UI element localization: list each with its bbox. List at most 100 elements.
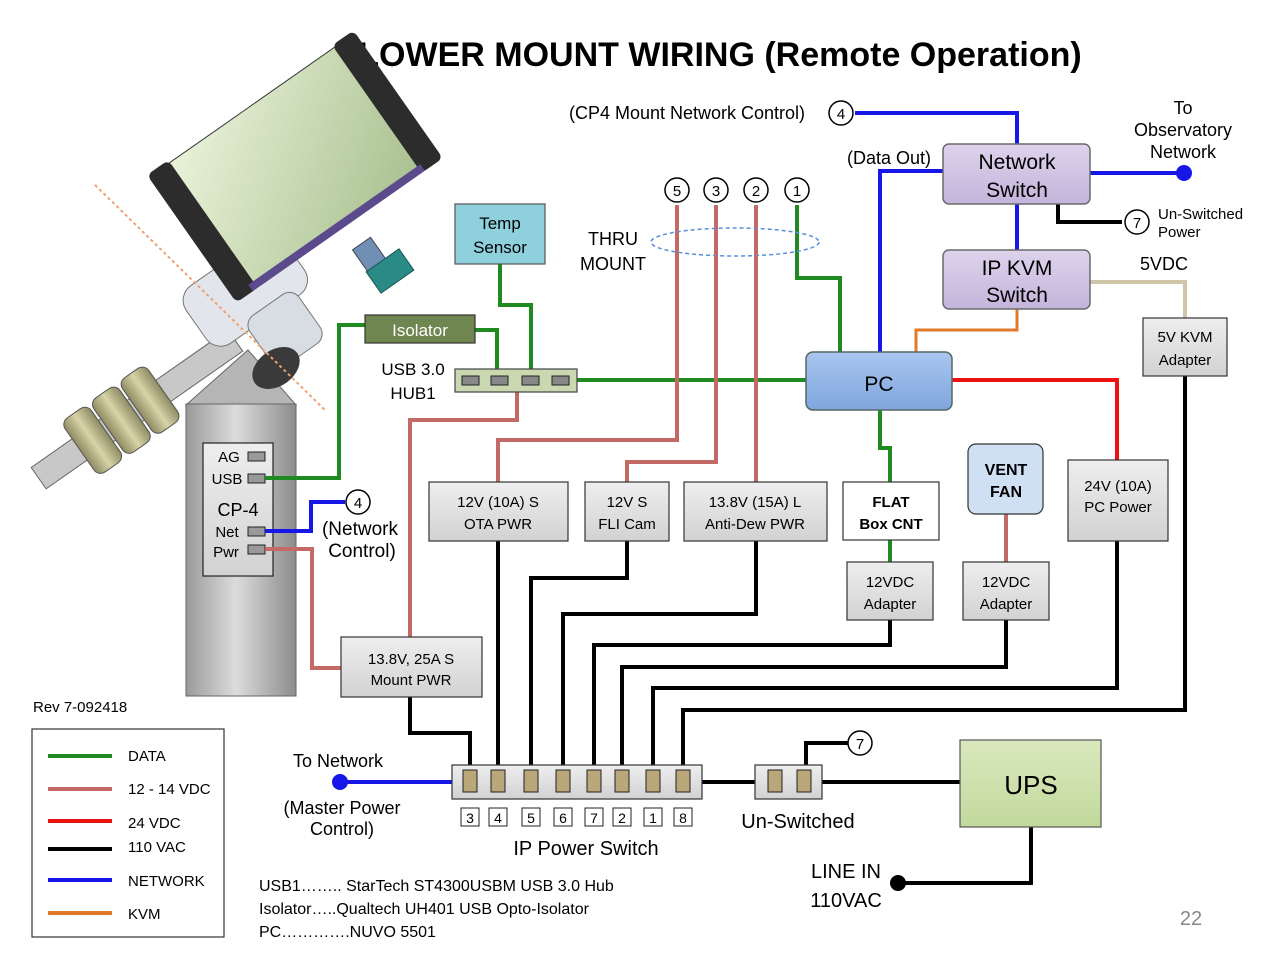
thru-mount-circle-1-number: 1: [793, 183, 801, 200]
legend-label-data: DATA: [128, 748, 166, 765]
outlet-7-circle: [847, 730, 873, 756]
legend: [31, 728, 225, 938]
thru-mount-label-line1: THRU: [588, 229, 638, 249]
outlet-7-circle-number: 7: [856, 736, 864, 753]
cp4-port-ag-label: AG: [218, 449, 240, 466]
cp4-port-pwr-label: Pwr: [213, 544, 239, 561]
isolator-label: Isolator: [392, 321, 448, 340]
outlet-number: 1: [649, 810, 657, 826]
kvm-5v-wire: [1090, 280, 1187, 318]
usb-hub-port: [551, 375, 570, 386]
ip-kvm-label-line1: IP KVM: [982, 257, 1053, 280]
to-observatory-label-line3: Network: [1150, 142, 1217, 162]
cp4-port-pwr: [247, 544, 266, 555]
legend-label-12v: 12 - 14 VDC: [128, 781, 211, 798]
network-control-label-line2: Control): [328, 541, 396, 562]
outlet-number: 7: [590, 810, 598, 826]
footnote-usb-hub: USB1…….. StarTech ST4300USBM USB 3.0 Hub: [259, 878, 614, 895]
usb-hub-port: [521, 375, 540, 386]
usb-hub-port: [461, 375, 480, 386]
line-in-label-line1: LINE IN: [811, 861, 881, 883]
dc-12v-wires: [265, 205, 1008, 670]
ota-power-label-line1: 12V (10A) S: [457, 494, 539, 511]
cp4-port-usb: [247, 473, 266, 484]
outlet: [555, 769, 571, 793]
kvm-adapter-label-line2: Adapter: [1159, 352, 1212, 369]
legend-label-110v: 110 VAC: [128, 839, 186, 856]
telescope-illustration: [30, 32, 441, 697]
ip-power-switch-label: IP Power Switch: [513, 838, 658, 860]
cp4-port-net-label: Net: [215, 524, 239, 541]
ups-label: UPS: [1004, 770, 1057, 800]
temp-sensor: [454, 203, 546, 265]
outlet-number: 8: [679, 810, 687, 826]
temp-sensor-label-line2: Sensor: [473, 238, 527, 257]
cp4-network-circle: [828, 100, 854, 126]
outlet: [490, 769, 506, 793]
pc-label: PC: [864, 373, 893, 396]
outlet: [645, 769, 661, 793]
unswitched-label: Un-Switched: [741, 811, 854, 833]
master-network-endpoint: [332, 774, 348, 790]
cp4-network-circle-number: 4: [837, 106, 845, 123]
usb-isolator: [364, 314, 476, 344]
dc-24v-wire: [952, 378, 1119, 460]
cp4-port-usb-label: USB: [212, 471, 243, 488]
fli-cam-label-line1: 12V S: [607, 494, 648, 511]
line-in-label-line2: 110VAC: [810, 890, 882, 912]
unswitched-power-label-line1: Un-Switched: [1158, 206, 1243, 223]
data-wires: [265, 205, 892, 562]
network-switch-label-line2: Switch: [986, 179, 1048, 202]
fan-adapter-label-line2: Adapter: [980, 596, 1033, 613]
vent-fan-label-line2: FAN: [990, 484, 1022, 501]
unswitched-strip: [754, 764, 823, 800]
observatory-network-endpoint: [1176, 165, 1192, 181]
unswitched-power-circle-number: 7: [1133, 215, 1141, 232]
ac-110v-wires: [408, 204, 1187, 885]
legend-label-network: NETWORK: [128, 873, 205, 890]
antidew-power: [683, 481, 828, 542]
line-in-endpoint: [890, 875, 906, 891]
outlet: [586, 769, 602, 793]
vent-fan-label-line1: VENT: [985, 462, 1028, 479]
antidew-label-line1: 13.8V (15A) L: [709, 494, 802, 511]
cp4-port-ag: [247, 451, 266, 462]
fli-cam-label-line2: FLI Cam: [598, 516, 656, 533]
unswitched-power-label-line2: Power: [1158, 224, 1201, 241]
flat-box-label-line1: FLAT: [872, 494, 909, 511]
network-control-label-line1: (Network: [322, 519, 399, 540]
network-switch-label-line1: Network: [978, 151, 1056, 174]
network-switch: [942, 143, 1091, 205]
thru-mount-circle-2: [743, 177, 769, 203]
thru-mount-circle-5-number: 5: [673, 183, 681, 200]
outlet: [523, 769, 539, 793]
outlet: [614, 769, 630, 793]
ip-power-switch: [451, 764, 703, 800]
flat-adapter-label-line2: Adapter: [864, 596, 917, 613]
unswitched-outlet: [796, 769, 812, 793]
ups: [959, 739, 1102, 828]
outlet-number: 5: [527, 810, 535, 826]
unswitched-power-circle: [1124, 209, 1150, 235]
cp4-side-network-circle: [345, 489, 371, 515]
pc-power-supply: [1067, 459, 1169, 542]
cp4-port-net: [247, 526, 266, 537]
data-out-label: (Data Out): [847, 148, 931, 168]
pc: [805, 351, 953, 411]
temp-sensor-label-line1: Temp: [479, 214, 521, 233]
master-power-label-line1: (Master Power: [283, 798, 400, 818]
network-wires: [265, 111, 1183, 784]
thru-mount-circle-1: [784, 177, 810, 203]
flat-adapter-label-line1: 12VDC: [866, 574, 915, 591]
legend-label-24v: 24 VDC: [128, 815, 181, 832]
vent-fan: [967, 443, 1044, 515]
fan-adapter-label-line1: 12VDC: [982, 574, 1031, 591]
outlet-number: 3: [466, 810, 474, 826]
ip-kvm-label-line2: Switch: [986, 284, 1048, 307]
five-vdc-label: 5VDC: [1140, 254, 1188, 274]
outlet-number-labels: 3 4 5 6 7 2 1 8: [460, 807, 693, 827]
usb-hub: [454, 368, 578, 393]
outlet: [462, 769, 478, 793]
unswitched-outlet: [767, 769, 783, 793]
